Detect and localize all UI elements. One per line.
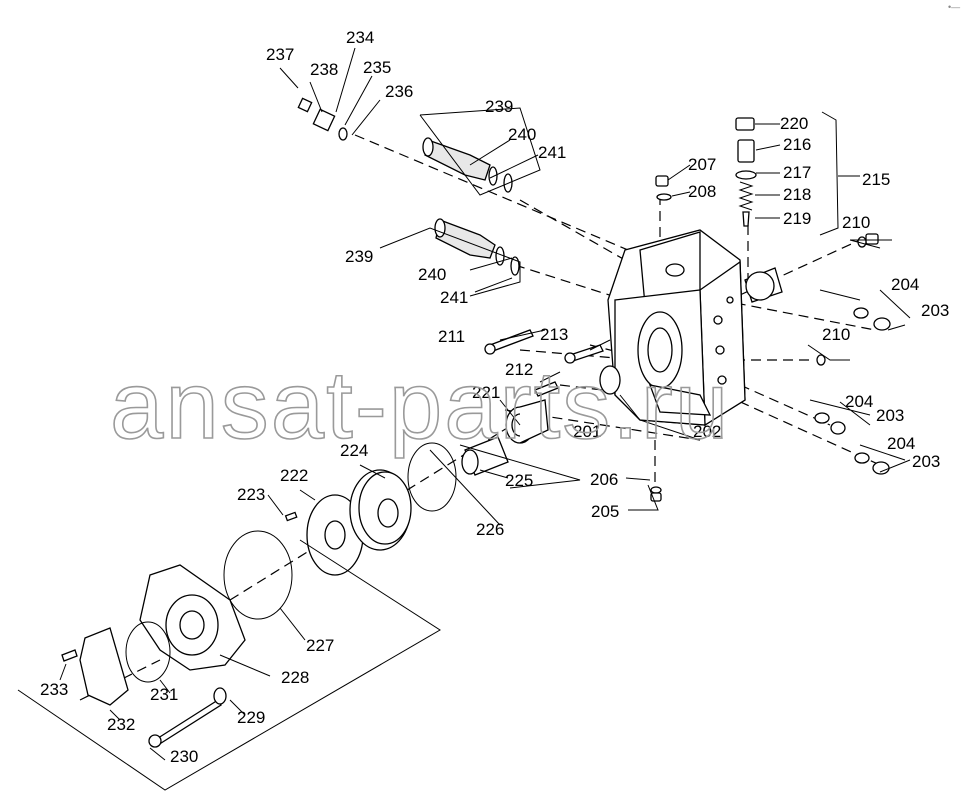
- callout-215: 215: [862, 170, 890, 189]
- callout-210-a: 210: [842, 213, 870, 232]
- callout-212: 212: [505, 360, 533, 379]
- callout-213: 213: [540, 325, 568, 344]
- callout-204-b: 204: [845, 392, 873, 411]
- callout-205: 205: [591, 502, 619, 521]
- callout-220: 220: [780, 114, 808, 133]
- callout-203-b: 203: [876, 406, 904, 425]
- callout-234: 234: [346, 28, 374, 47]
- callout-208: 208: [688, 182, 716, 201]
- callout-232: 232: [107, 715, 135, 734]
- callout-237: 237: [266, 45, 294, 64]
- callout-236: 236: [385, 82, 413, 101]
- callout-227: 227: [306, 636, 334, 655]
- callout-231: 231: [150, 685, 178, 704]
- callout-211: 211: [438, 327, 465, 346]
- watermark: ansat-parts.ru: [110, 352, 730, 459]
- callout-203-c: 203: [912, 452, 940, 471]
- callout-241-a: 241: [538, 143, 566, 162]
- relief-valve-upper: [297, 97, 513, 193]
- callout-238: 238: [310, 60, 338, 79]
- callout-240-b: 240: [418, 265, 446, 284]
- callout-230: 230: [170, 747, 198, 766]
- callout-219: 219: [783, 209, 811, 228]
- callout-233: 233: [40, 680, 68, 699]
- callout-210-b: 210: [822, 325, 850, 344]
- callout-207: 207: [688, 155, 716, 174]
- callout-225: 225: [505, 471, 533, 490]
- callout-217: 217: [783, 163, 811, 182]
- pump-housing: [607, 229, 746, 427]
- relief-valve-lower: [434, 218, 520, 276]
- corner-mark: •—: [948, 2, 960, 12]
- callout-221: 221: [472, 383, 500, 402]
- callout-222: 222: [280, 466, 308, 485]
- callout-224: 224: [340, 441, 368, 460]
- callout-labels: 201 202 203 203 203 204 204 204 205 206 …: [40, 28, 949, 766]
- callout-204-a: 204: [891, 275, 919, 294]
- callout-226: 226: [476, 520, 504, 539]
- plugs-and-seals: [650, 175, 891, 502]
- gear-and-plates: [223, 442, 457, 620]
- callout-240-a: 240: [508, 125, 536, 144]
- callout-203-a: 203: [921, 301, 949, 320]
- callout-229: 229: [237, 708, 265, 727]
- callout-223: 223: [237, 485, 265, 504]
- callout-218: 218: [783, 185, 811, 204]
- end-housing: [61, 564, 246, 748]
- callout-239-b: 239: [345, 247, 373, 266]
- callout-235: 235: [363, 58, 391, 77]
- cartridge-valve: [735, 117, 757, 227]
- leader-lines: [17, 47, 911, 791]
- callout-201: 201: [573, 422, 601, 441]
- callout-241-b: 241: [440, 288, 468, 307]
- callout-216: 216: [783, 135, 811, 154]
- callout-239-a: 239: [485, 97, 513, 116]
- callout-206: 206: [590, 470, 618, 489]
- callout-202: 202: [693, 422, 721, 441]
- callout-204-c: 204: [887, 434, 915, 453]
- callout-228: 228: [281, 668, 309, 687]
